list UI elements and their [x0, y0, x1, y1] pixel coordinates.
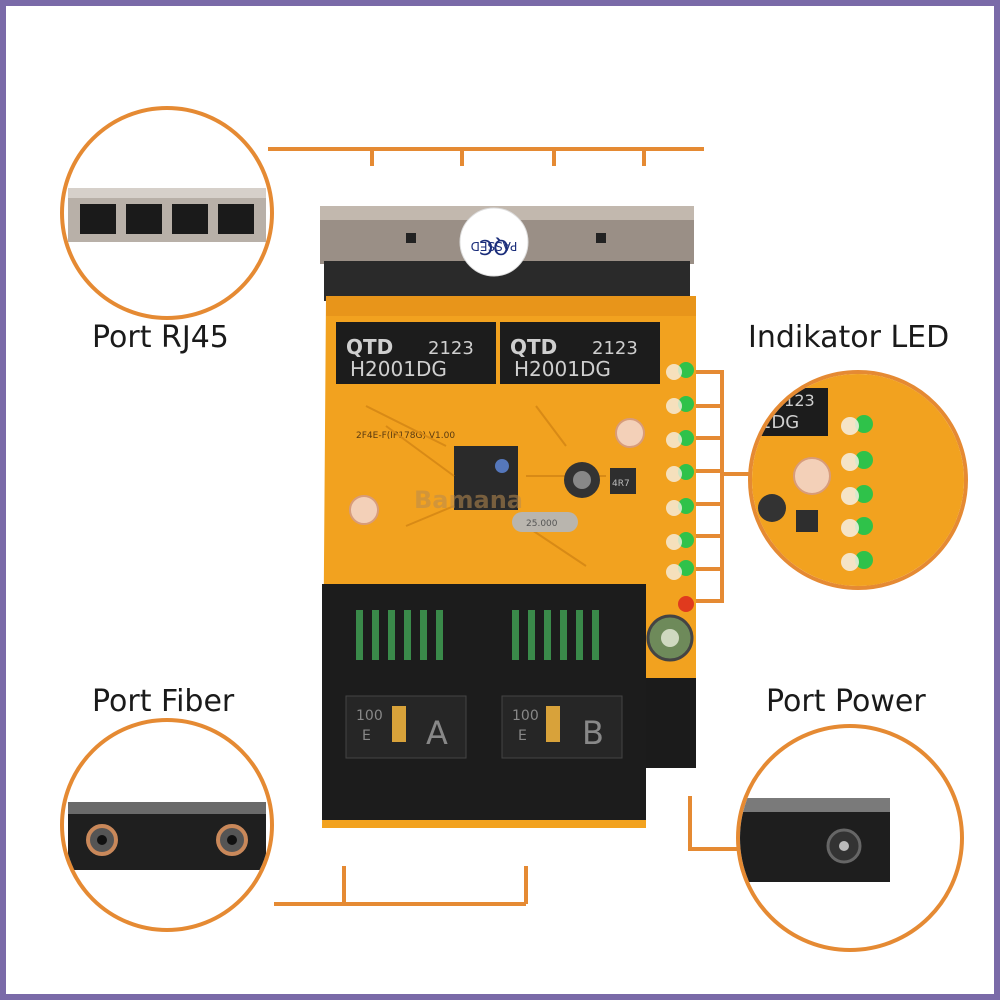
svg-text:2123: 2123: [428, 338, 474, 359]
callout-lines: [268, 147, 750, 906]
led-column: [666, 362, 694, 612]
transformer-chip-2: [500, 322, 660, 384]
crystal: [512, 512, 578, 532]
svg-text:100: 100: [356, 708, 383, 724]
led-4: [678, 464, 694, 480]
label-port-fiber: Port Fiber: [92, 684, 235, 719]
inductor: [610, 468, 636, 494]
svg-text:25.000: 25.000: [526, 519, 558, 529]
svg-text:2123: 2123: [592, 338, 638, 359]
fiber-callout-line: [274, 866, 528, 906]
mounting-hole-2: [349, 495, 379, 525]
label-port-power: Port Power: [766, 684, 926, 719]
zoom-lens-fiber: [60, 718, 274, 932]
qc-sticker-bottom: QC: [479, 235, 509, 259]
fiber-port-a: 100 E A: [322, 584, 484, 820]
watermark: Bamana: [414, 486, 523, 514]
svg-text:H2001DG: H2001DG: [350, 357, 447, 381]
svg-text:H2001DG: H2001DG: [514, 357, 611, 381]
led-2: [678, 396, 694, 412]
svg-text:E: E: [518, 728, 527, 744]
svg-text:100: 100: [512, 708, 539, 724]
zoom-lens-rj45: [60, 106, 274, 320]
led-6: [678, 532, 694, 548]
svg-text:4R7: 4R7: [612, 479, 630, 489]
svg-text:E: E: [362, 728, 371, 744]
board-version: 2F4E-F(IP178G) V1.00: [356, 431, 455, 441]
fiber-port-b: 100 E B: [484, 584, 646, 820]
zoom-lens-led: 2123 H2001DG: [748, 370, 968, 590]
led-callout-line: [694, 370, 724, 603]
main-ic: [454, 446, 518, 510]
power-callout-line: [688, 796, 738, 851]
zoom-lens-power: [736, 724, 964, 952]
led-1: [678, 362, 694, 378]
power-jack: [646, 678, 696, 768]
pcb-board: PASSED QC QTD 2123 H2001DG QTD 2123 H200…: [320, 206, 696, 828]
svg-text:B: B: [582, 714, 604, 752]
svg-text:A: A: [426, 714, 448, 752]
transformer-chip-1: [336, 322, 496, 384]
qc-sticker-top: PASSED: [471, 239, 518, 253]
label-port-rj45: Port RJ45: [92, 320, 229, 355]
svg-text:QTD: QTD: [346, 335, 393, 359]
mounting-hole-1: [615, 418, 645, 448]
svg-text:QTD: QTD: [510, 335, 557, 359]
led-5: [678, 498, 694, 514]
led-3: [678, 430, 694, 446]
qc-sticker: [459, 207, 529, 277]
label-indikator-led: Indikator LED: [748, 320, 950, 355]
led-power-red: [678, 596, 694, 612]
product-image-frame: Port RJ45 Indikator LED Port Fiber Port …: [6, 6, 994, 994]
